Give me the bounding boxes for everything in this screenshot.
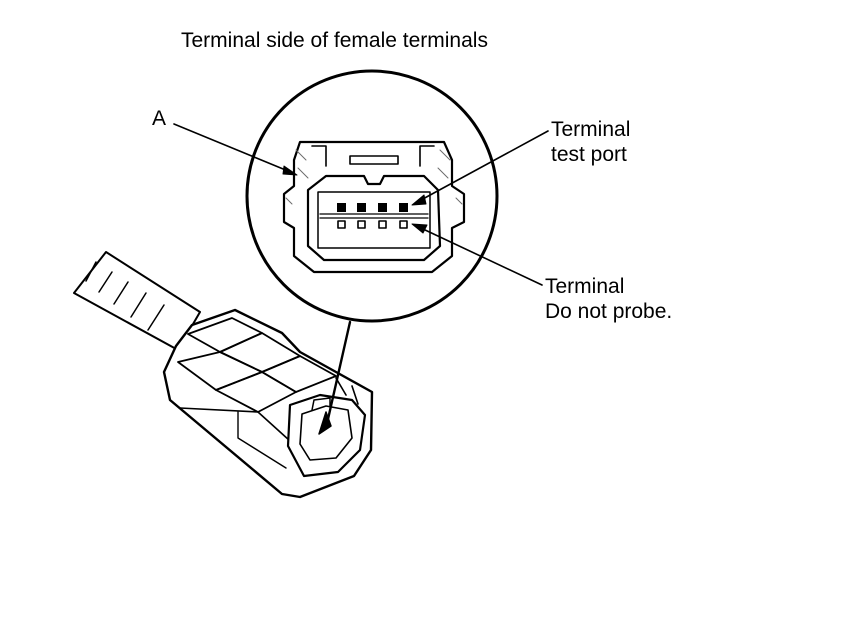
no-probe-label: Terminal Do not probe. [545,274,672,324]
wire-harness [73,251,201,351]
connector-housing [162,308,374,499]
callout-a-label: A [152,107,167,130]
test-port-label-line-1: Terminal [551,118,631,141]
no-probe-label-line-2: Do not probe. [545,300,673,323]
leader-no-probe [411,223,543,286]
no-probe-label-line-1: Terminal [545,275,625,298]
leader-test-port [411,130,549,206]
test-port-label: Terminal test port [551,117,630,167]
terminal-test-ports [337,203,408,212]
diagram-title: Terminal side of female terminals [181,29,488,52]
test-port-label-line-2: test port [551,143,627,166]
connector-face [282,140,466,274]
terminals-no-probe [337,220,408,229]
magnify-pointer [318,320,352,435]
leader-a [173,123,298,176]
